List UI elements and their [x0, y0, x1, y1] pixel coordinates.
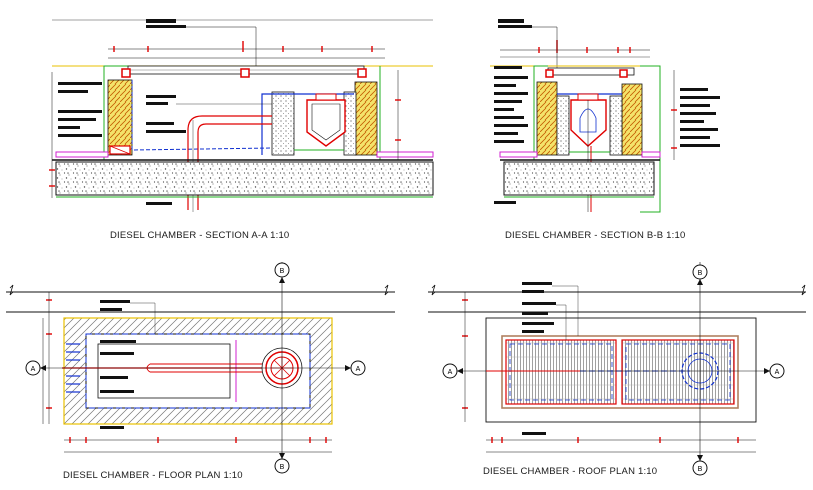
section-bb-title: DIESEL CHAMBER - SECTION B-B 1:10 [505, 230, 686, 241]
floor-plan-view [6, 262, 395, 470]
marker-label: B [698, 466, 703, 473]
roof-plan-title: DIESEL CHAMBER - ROOF PLAN 1:10 [483, 466, 658, 477]
section-marker-b-floor-top: B [274, 262, 290, 283]
section-marker-b-floor-bottom: B [274, 453, 290, 474]
marker-label: A [775, 369, 780, 376]
roof-plan-view [428, 262, 806, 470]
marker-label: A [31, 366, 36, 373]
section-marker-a-floor-left: A [25, 360, 46, 376]
section-bb-view [490, 19, 720, 213]
section-marker-a-roof-right: A [764, 363, 785, 379]
marker-label: A [448, 369, 453, 376]
marker-label: B [280, 268, 285, 275]
section-marker-a-floor-right: A [345, 360, 366, 376]
section-marker-b-roof-top: B [692, 264, 708, 285]
floor-plan-title: DIESEL CHAMBER - FLOOR PLAN 1:10 [63, 470, 243, 481]
section-aa-view [49, 19, 434, 212]
section-marker-b-roof-bottom: B [692, 455, 708, 476]
section-aa-title: DIESEL CHAMBER - SECTION A-A 1:10 [110, 230, 290, 241]
marker-label: B [280, 464, 285, 471]
section-marker-a-roof-left: A [442, 363, 463, 379]
marker-label: A [356, 366, 361, 373]
marker-label: B [698, 270, 703, 277]
